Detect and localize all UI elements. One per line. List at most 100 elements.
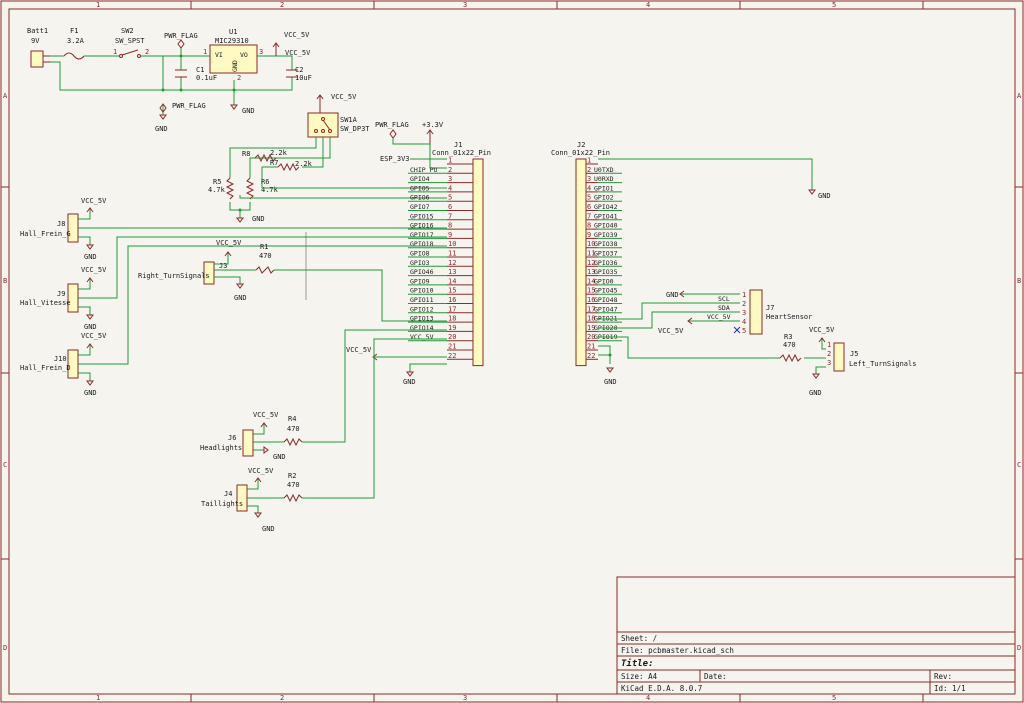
j7-pin5: 5 [742, 327, 746, 335]
j1-pwr-flag-symbol [389, 129, 397, 139]
j1-net-label: GPIO10 [410, 287, 434, 295]
j1-pin-number: 17 [448, 305, 456, 313]
j1-net-label: GPIO15 [410, 212, 434, 220]
j3-vcc-arrow [224, 251, 232, 257]
j2-net-label: GPIO0 [594, 277, 614, 285]
j5-ref: J5 [850, 350, 858, 358]
j9-vcc-arrow [86, 277, 94, 283]
r8-resistor [254, 153, 277, 163]
j2-net-label: GPIO37 [594, 250, 618, 258]
j1-pin-number: 3 [448, 175, 452, 183]
j2-net-label: GPIO48 [594, 296, 618, 304]
j6-value: Headlights [200, 444, 242, 452]
j5-pin3: 3 [827, 359, 831, 367]
j1-pin-number: 6 [448, 203, 452, 211]
divider-gnd-label: GND [252, 215, 265, 223]
j5-value: Left_TurnSignals [849, 360, 916, 368]
j2-pin-number: 7 [587, 212, 591, 220]
j1-pin-number: 21 [448, 343, 456, 351]
vcc-mid-arrow [372, 353, 378, 361]
j1-net-label: GPIO6 [410, 194, 430, 202]
j1-esp-label: ESP_3V3 [380, 155, 410, 163]
j3-value: Right_TurnSignals [138, 272, 210, 280]
batt-ref: Batt1 [27, 27, 48, 35]
j2-net-label: GPIO35 [594, 268, 618, 276]
j3-gnd-label: GND [234, 294, 247, 302]
j1-net-label: CHIP_PU [410, 166, 437, 174]
pwr-flag-b: PWR_FLAG [172, 102, 206, 110]
r1-value: 470 [259, 252, 272, 260]
col-label-4-bottom: 4 [646, 694, 650, 702]
j1-net-label: GPIO7 [410, 203, 430, 211]
vcc-top-net: VCC_5V [285, 49, 311, 57]
j2-net-label: GPIO38 [594, 240, 618, 248]
j1-net-label: GPIO14 [410, 324, 434, 332]
col-label-4: 4 [646, 1, 650, 9]
j1-pin-number: 4 [448, 184, 452, 192]
j1-pin-number: 15 [448, 287, 456, 295]
j8-gnd-symbol [86, 244, 94, 250]
r5-ref: R5 [213, 178, 221, 186]
j10-ref: J10 [54, 355, 67, 363]
power-section: Batt1 9V F1 3.2A SW2 SW_SPST 1 2 PWR_FLA… [27, 27, 312, 133]
j4-value: Taillights [201, 500, 243, 508]
j2-pin-number: 15 [587, 287, 595, 295]
j9-vcc-label: VCC_5V [81, 266, 107, 274]
u1-pin3: 3 [259, 48, 263, 56]
j3-right-turn-signals: J3 Right_TurnSignals VCC_5V R1 470 GND [138, 239, 447, 322]
j1-net-label: GPIO46 [410, 268, 434, 276]
j1-pin-number: 14 [448, 277, 456, 285]
j4-ref: J4 [224, 490, 232, 498]
j1-pin-number: 13 [448, 268, 456, 276]
r3-ref: R3 [784, 333, 792, 341]
u1-vi: VI [215, 51, 223, 59]
j5-vcc-arrow [818, 337, 826, 343]
sw2-pin1: 1 [113, 48, 117, 56]
col-label-2-bottom: 2 [280, 694, 284, 702]
batt-value: 9V [31, 37, 40, 45]
j1-net-label: GPIO3 [410, 259, 430, 267]
j2-pin-number: 11 [587, 250, 595, 258]
j2-pin-number: 10 [587, 240, 595, 248]
j1-pin-number: 5 [448, 194, 452, 202]
j4-taillights: J4 Taillights VCC_5V R2 470 GND [201, 338, 447, 533]
j3-ref: J3 [219, 262, 227, 270]
j1-pin-number: 22 [448, 352, 456, 360]
tb-title: Title: [621, 658, 654, 669]
j5-gnd-label: GND [809, 389, 822, 397]
r4-ref: R4 [288, 415, 296, 423]
gnd-a-label: GND [155, 125, 168, 133]
j8-value: Hall_Frein_G [20, 230, 71, 238]
j1-net-label: GPIO18 [410, 240, 434, 248]
sw1-switch [307, 112, 339, 138]
tb-tool: KiCad E.D.A. 8.0.7 [621, 684, 702, 693]
j9-ref: J9 [57, 290, 65, 298]
j9-gnd-symbol [86, 314, 94, 320]
j1-pin-number: 11 [448, 250, 456, 258]
j10-vcc-label: VCC_5V [81, 332, 107, 340]
j2-pin-number: 21 [587, 343, 595, 351]
j1-pin-number: 16 [448, 296, 456, 304]
j1-net-label: GPIO5 [410, 184, 430, 192]
j2-pin-number: 5 [587, 194, 591, 202]
j7-pin2: 2 [742, 300, 746, 308]
row-label-c: C [3, 461, 7, 469]
j7-ref: J7 [766, 304, 774, 312]
j1-net-label: GPIO11 [410, 296, 434, 304]
j1-net-label: GPIO12 [410, 305, 434, 313]
r3-resistor [779, 353, 802, 363]
j3-vcc-label: VCC_5V [216, 239, 242, 247]
sw2-ref: SW2 [121, 27, 134, 35]
fuse-symbol [63, 52, 85, 60]
j7-pin3: 3 [742, 309, 746, 317]
sw1-value: SW_DP3T [340, 125, 370, 133]
r6-ref: R6 [261, 178, 269, 186]
j7-scl: SCL [718, 295, 730, 303]
sw2-value: SW_SPST [115, 37, 145, 45]
j7-sda: SDA [718, 304, 730, 312]
j2-net-label: GPIO45 [594, 287, 618, 295]
c1-value: 0.1uF [196, 74, 217, 82]
j9-gnd-label: GND [84, 323, 97, 331]
j1-net-label: GPIO16 [410, 222, 434, 230]
